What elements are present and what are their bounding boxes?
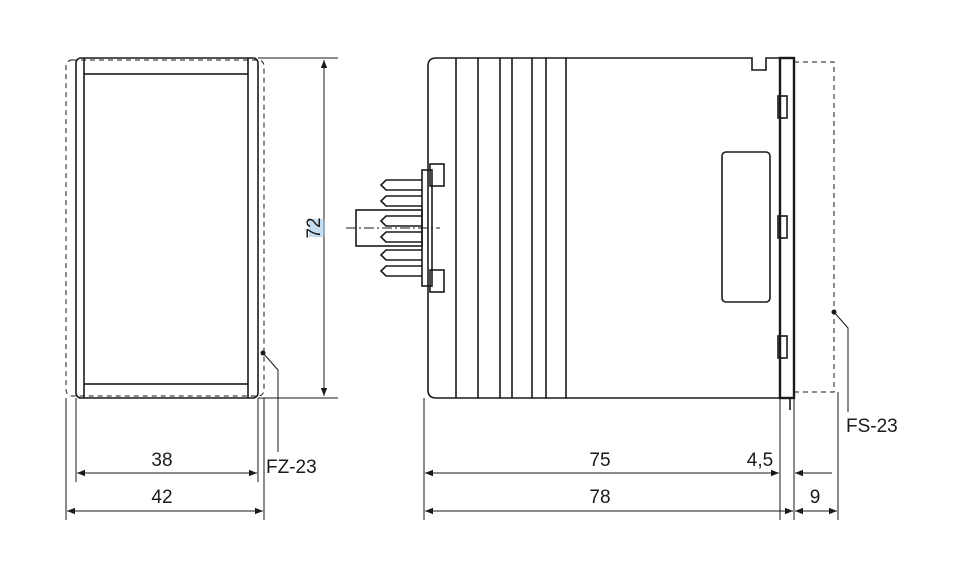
plug-latch-bottom [429,269,445,293]
height-label: 72 [304,217,325,238]
key-pin-inner [379,215,422,243]
pin-4 [379,265,422,277]
flange-clip-top [777,95,788,119]
side-view: FS-23 [346,56,898,437]
pin-1 [379,179,422,191]
flange-clip-middle [777,215,788,239]
plug-connector [346,163,445,293]
dim-38-label: 38 [151,450,172,471]
flange-clip-bottom [777,335,788,359]
fs23-leader [833,311,849,412]
dim-78-label: 78 [589,487,610,508]
rear-socket-outline [794,61,835,393]
height-dimension: 72 [258,57,338,399]
dim-42-label: 42 [151,487,172,508]
plug-latch-top [429,163,445,187]
front-cover-outline [65,59,265,397]
fz23-label: FZ-23 [266,457,317,478]
pin-2 [379,195,422,207]
socket-flange [778,56,796,400]
front-width-dimensions: 38 42 [65,398,265,520]
dim-4-5-label: 4,5 [747,450,773,471]
dim-9-label: 9 [810,487,821,508]
height-label-highlight [309,219,325,237]
front-outer-body [75,57,259,399]
side-depth-dimensions: 75 4,5 78 9 [423,392,839,520]
front-view: FZ-23 [65,57,317,478]
fs23-label: FS-23 [846,416,898,437]
dim-75-label: 75 [589,450,610,471]
side-body-outline [427,57,781,399]
fz23-leader [262,352,279,452]
front-inner-panel [83,73,249,385]
pin-3 [379,249,422,261]
side-label-window [721,151,771,303]
